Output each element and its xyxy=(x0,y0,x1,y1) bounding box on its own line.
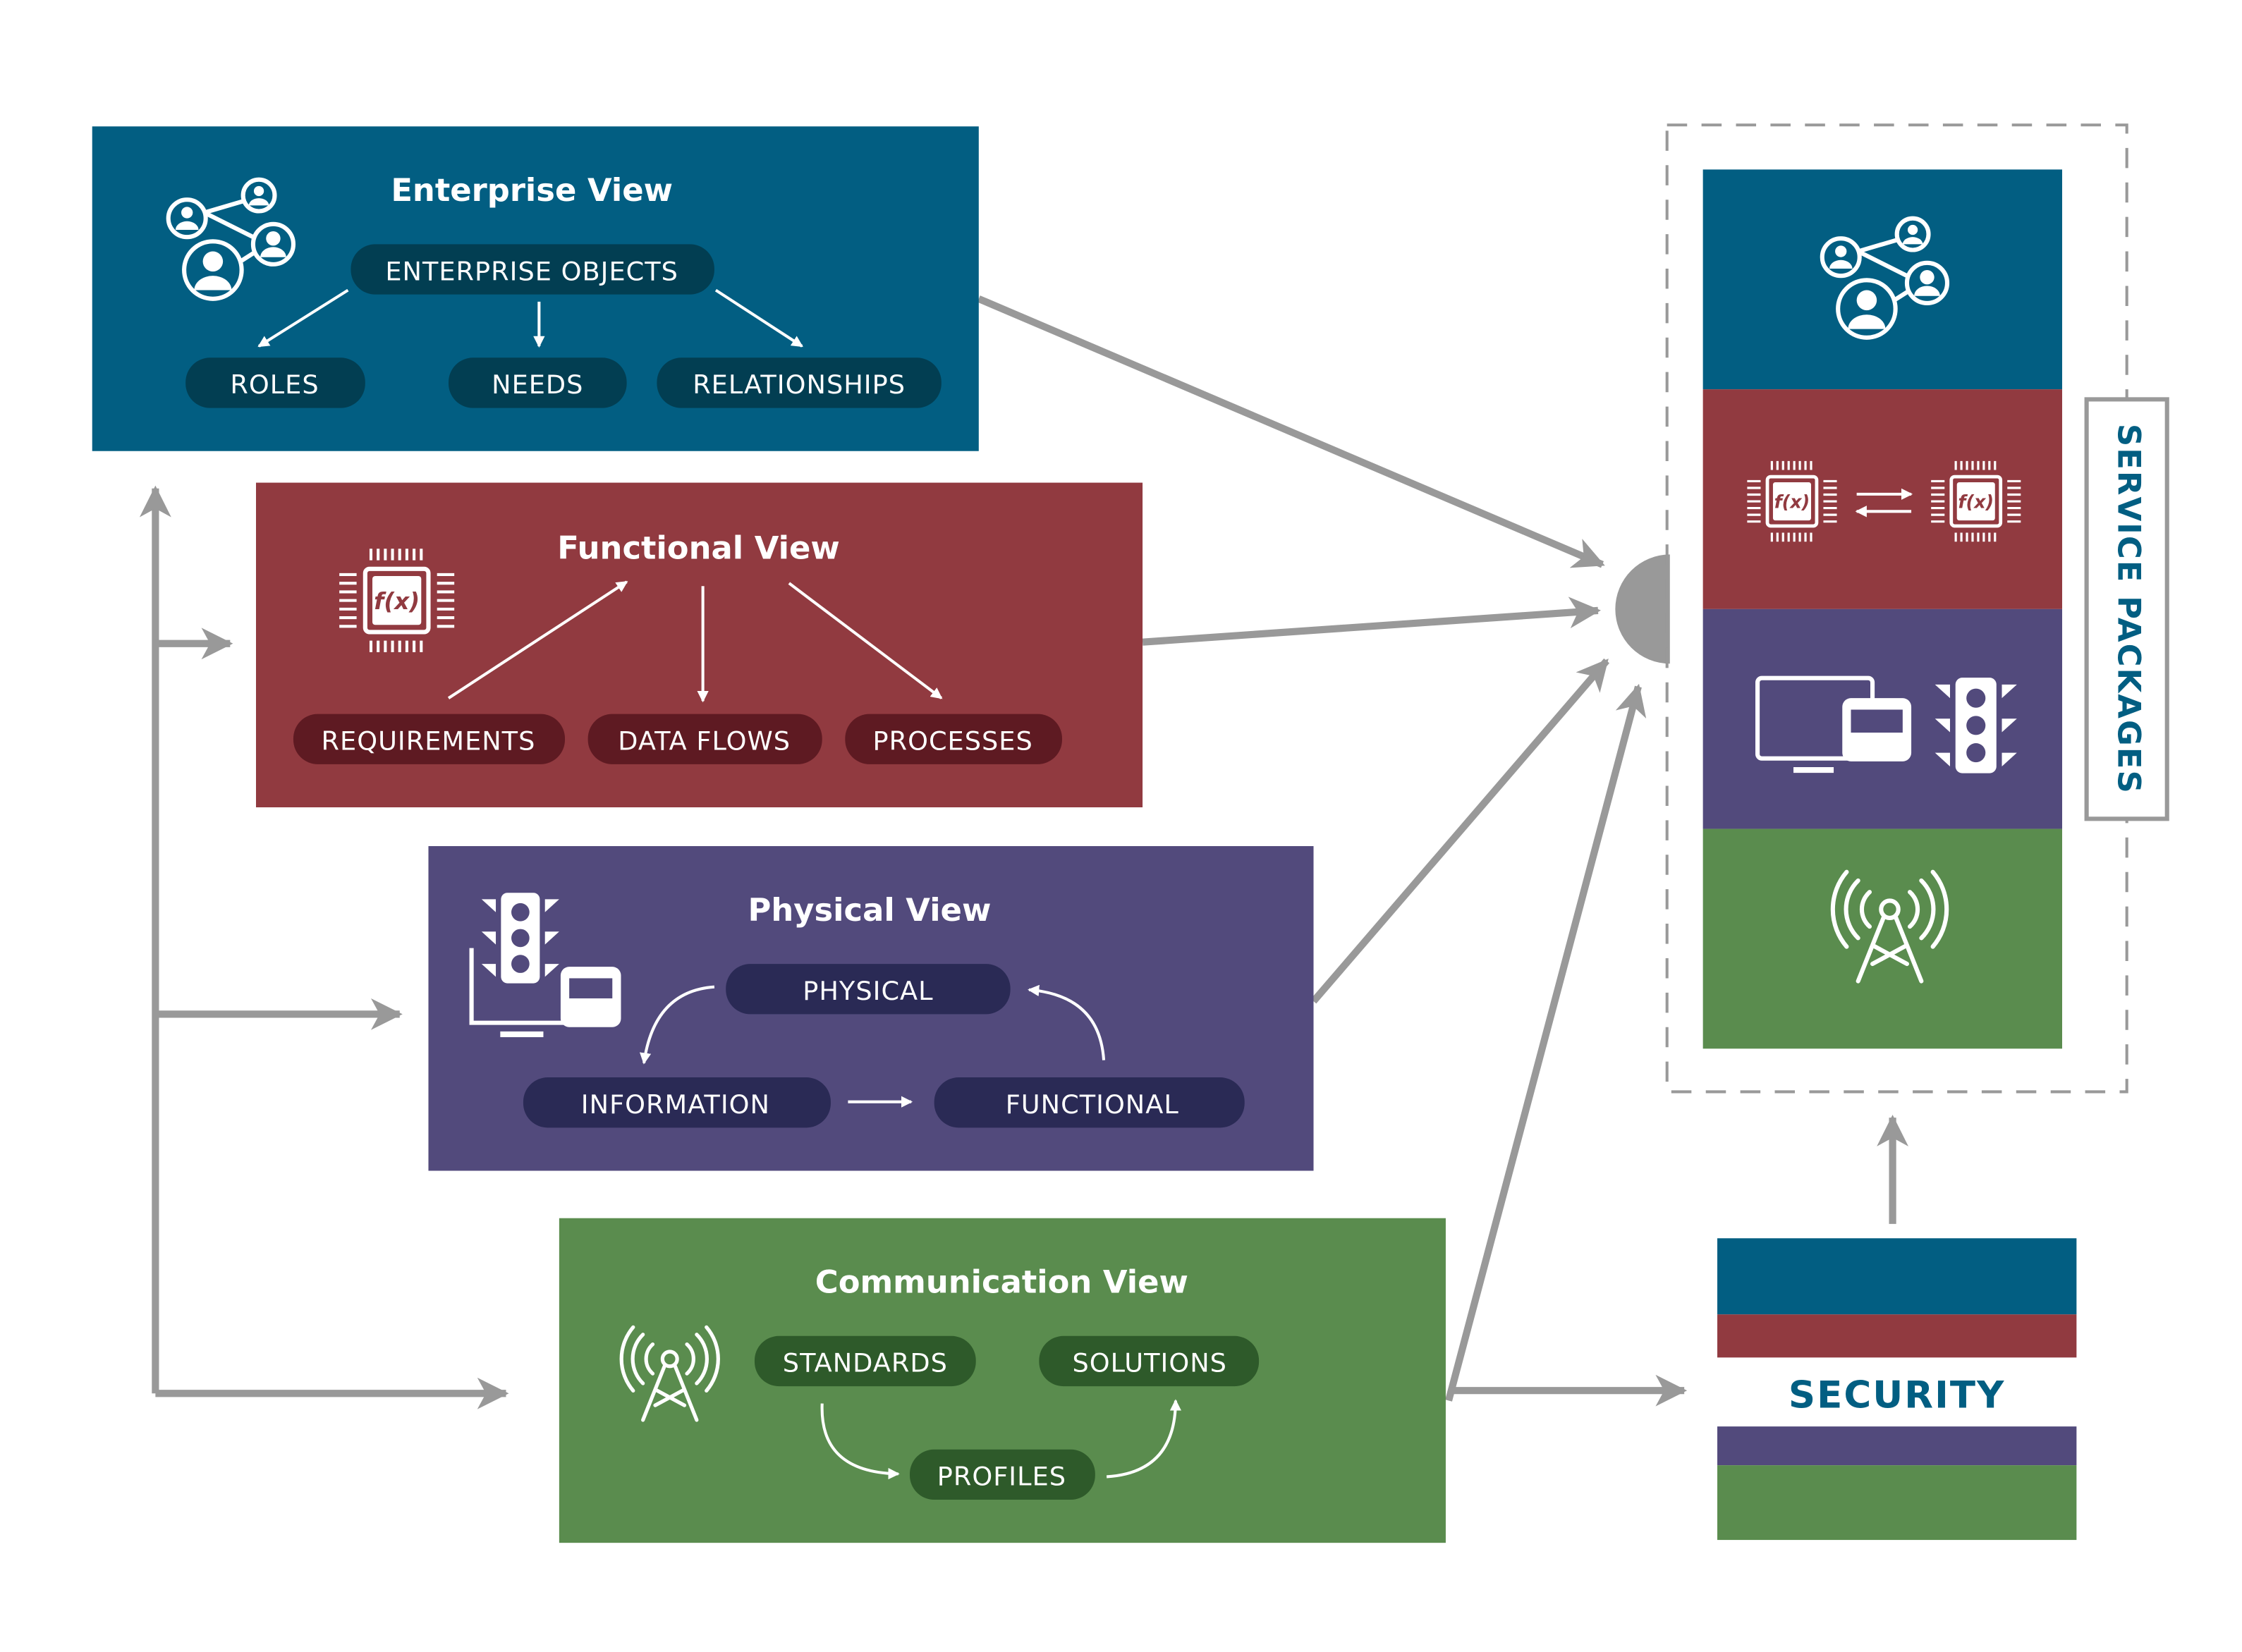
needs-pill: NEEDS xyxy=(492,369,583,400)
service-packages-label: SERVICE PACKAGES xyxy=(2111,424,2148,795)
physical-view-title: Physical View xyxy=(748,891,992,929)
physical-view: Physical View PHYSICAL INFORMATION FUNCT… xyxy=(428,846,1314,1171)
chip-fx-icon: f(x) xyxy=(1931,461,2021,542)
communication-view: Communication View STANDARDS SOLUTIONS P… xyxy=(559,1218,1446,1543)
svg-text:f(x): f(x) xyxy=(1774,491,1810,513)
functional-view-title: Functional View xyxy=(557,530,839,567)
requirements-pill: REQUIREMENTS xyxy=(322,726,536,757)
enterprise-view: Enterprise View ENTERPRISE OBJECTS ROLES… xyxy=(92,126,979,451)
chip-fx-icon: f(x) xyxy=(339,549,454,652)
functional-view: f(x) Functional View REQUIREMENTS DATA F… xyxy=(255,482,1143,808)
functional-pill: FUNCTIONAL xyxy=(1006,1089,1179,1120)
monitor-bus-icon xyxy=(1755,675,1912,773)
merge-half-circle xyxy=(1615,554,1670,664)
data-flows-pill: DATA FLOWS xyxy=(618,726,791,757)
security-label: SECURITY xyxy=(1789,1374,2006,1417)
enterprise-view-title: Enterprise View xyxy=(391,171,673,209)
processes-pill: PROCESSES xyxy=(872,726,1032,757)
svg-text:f(x): f(x) xyxy=(1958,491,1994,513)
traffic-light-monitor-bus-icon xyxy=(469,893,621,1037)
left-connector-arrows xyxy=(139,485,509,1409)
enterprise-objects-pill: ENTERPRISE OBJECTS xyxy=(385,256,678,286)
roles-pill: ROLES xyxy=(230,369,319,400)
security-block: SECURITY xyxy=(1717,1238,2077,1541)
service-packages: f(x) f(x) SERVICE PACKAGES xyxy=(1665,123,2169,1094)
physical-pill: PHYSICAL xyxy=(803,976,933,1006)
communication-view-title: Communication View xyxy=(815,1264,1188,1301)
standards-pill: STANDARDS xyxy=(783,1348,948,1378)
chip-fx-icon: f(x) xyxy=(1747,461,1836,542)
information-pill: INFORMATION xyxy=(581,1089,770,1120)
view-to-service-arrows xyxy=(977,295,1908,1407)
profiles-pill: PROFILES xyxy=(937,1462,1066,1492)
traffic-light-icon xyxy=(1935,678,2017,773)
relationships-pill: RELATIONSHIPS xyxy=(693,369,906,400)
solutions-pill: SOLUTIONS xyxy=(1073,1348,1227,1378)
svg-text:f(x): f(x) xyxy=(374,588,420,615)
